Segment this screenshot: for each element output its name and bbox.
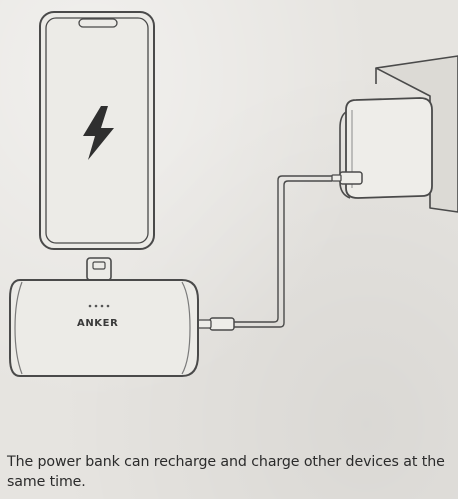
power-bank-cable-plug xyxy=(197,317,235,331)
charging-cable xyxy=(232,175,332,328)
phone-notch xyxy=(78,18,118,28)
phone-connector xyxy=(86,257,112,281)
led-dots-icon xyxy=(88,304,110,308)
lightning-bolt-icon xyxy=(83,106,114,160)
diagram-caption: The power bank can recharge and charge o… xyxy=(7,454,445,490)
charger-cable-plug xyxy=(331,171,363,185)
wall-outlet xyxy=(375,55,458,213)
wall-charger xyxy=(339,97,433,199)
brand-label: ANKER xyxy=(77,318,118,329)
power-bank xyxy=(9,279,199,377)
